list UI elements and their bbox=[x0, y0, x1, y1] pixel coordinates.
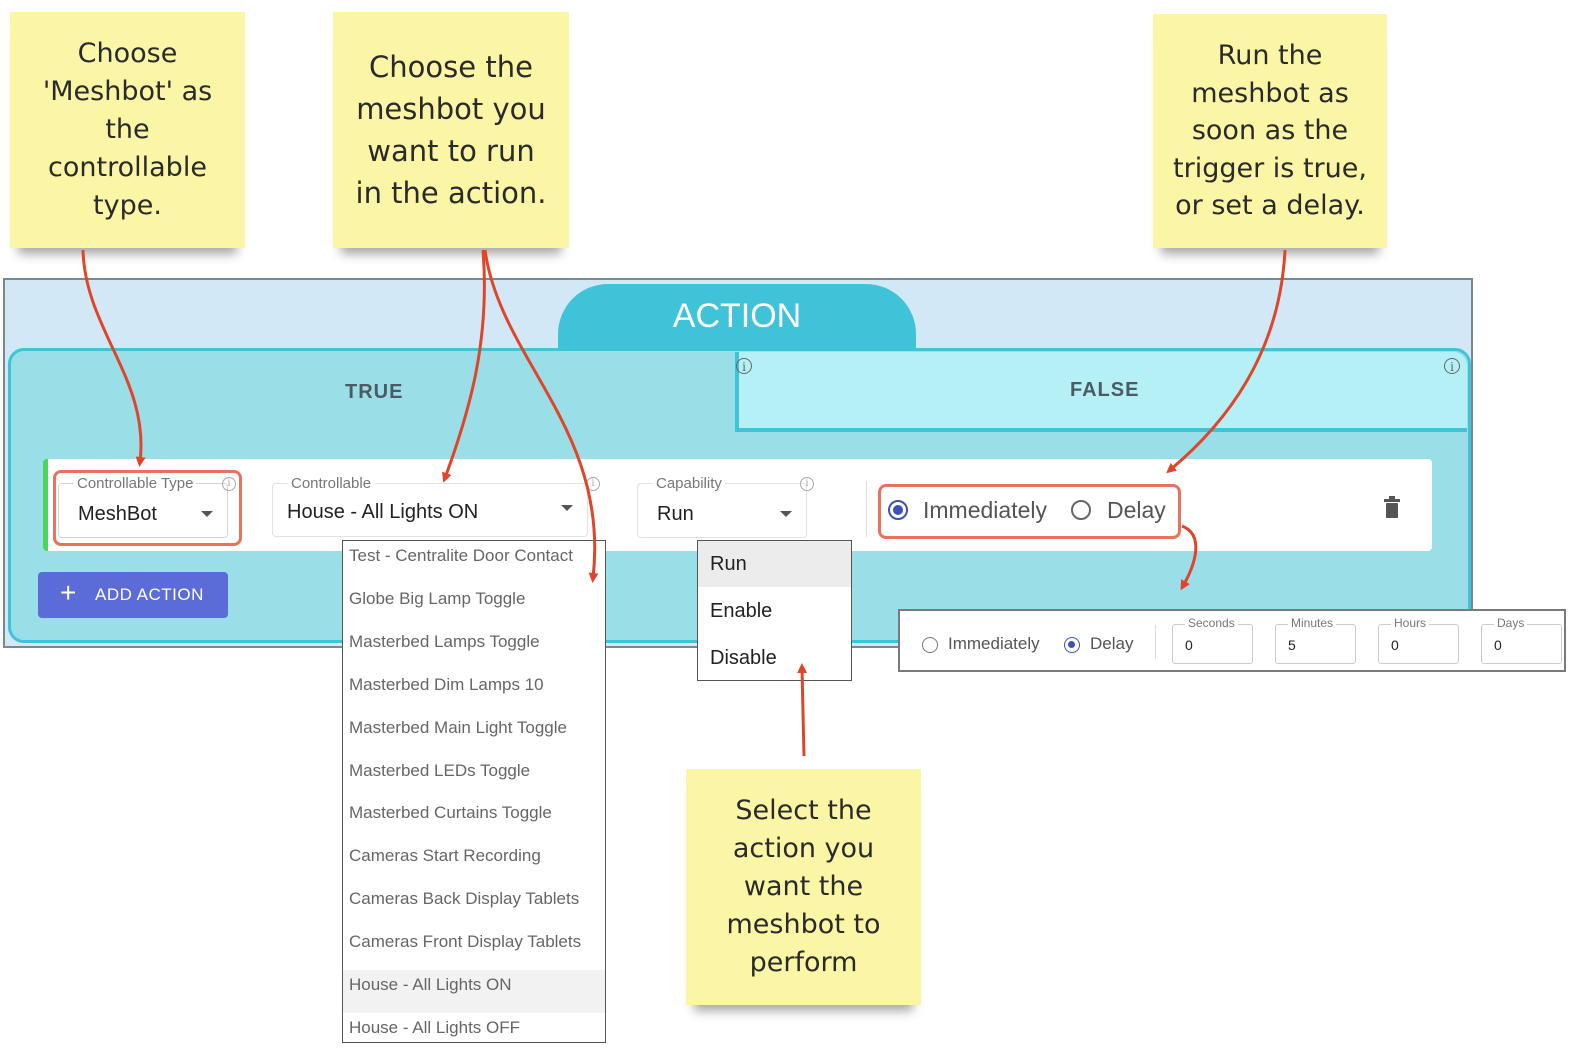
note-text: Choose 'Meshbot' as the controllable typ… bbox=[42, 38, 213, 221]
arrow bbox=[797, 663, 808, 757]
controllable-type-select[interactable]: Controllable Type MeshBot bbox=[58, 475, 228, 538]
info-icon[interactable]: i bbox=[222, 477, 236, 491]
divider bbox=[866, 481, 867, 537]
note-text: Select the action you want the meshbot t… bbox=[726, 795, 881, 978]
menu-item[interactable]: Disable bbox=[710, 647, 777, 669]
minutes-label: Minutes bbox=[1288, 616, 1337, 630]
radio-immediately[interactable] bbox=[888, 500, 908, 520]
capability-label: Capability bbox=[653, 475, 725, 492]
arrow bbox=[442, 249, 486, 483]
annotation-note-timing: Run the meshbot as soon as the trigger i… bbox=[1153, 14, 1387, 248]
divider bbox=[1155, 625, 1156, 659]
controllable-select[interactable]: Controllable House - All Lights ON bbox=[272, 475, 588, 537]
delay-panel: Immediately Delay Seconds 0 Minutes 5 Ho… bbox=[898, 609, 1566, 672]
info-icon[interactable]: i bbox=[736, 358, 752, 374]
arrow bbox=[81, 249, 146, 467]
arrow bbox=[1180, 524, 1198, 591]
chevron-down-icon bbox=[561, 505, 573, 511]
trash-icon[interactable] bbox=[1384, 496, 1400, 518]
menu-item[interactable]: Cameras Back Display Tablets bbox=[349, 889, 580, 909]
chevron-down-icon bbox=[780, 511, 792, 517]
tab-true[interactable]: TRUE bbox=[345, 381, 404, 403]
menu-item[interactable]: Masterbed Dim Lamps 10 bbox=[349, 674, 544, 694]
note-text: Run the meshbot as soon as the trigger i… bbox=[1173, 40, 1367, 222]
controllable-label: Controllable bbox=[288, 475, 375, 492]
controllable-value: House - All Lights ON bbox=[287, 501, 479, 523]
menu-item[interactable]: House - All Lights ON bbox=[343, 970, 605, 1013]
hours-field[interactable]: Hours 0 bbox=[1378, 616, 1459, 664]
controllable-type-value: MeshBot bbox=[78, 503, 157, 525]
radio-immediately[interactable] bbox=[922, 637, 938, 653]
radio-delay-label: Delay bbox=[1090, 634, 1134, 653]
menu-item[interactable]: Cameras Front Display Tablets bbox=[349, 932, 582, 952]
controllable-type-label: Controllable Type bbox=[74, 475, 197, 492]
add-action-label: ADD ACTION bbox=[95, 585, 204, 604]
menu-item[interactable]: House - All Lights OFF bbox=[349, 1017, 521, 1037]
days-value: 0 bbox=[1494, 637, 1502, 653]
menu-item[interactable]: Test - Centralite Door Contact bbox=[349, 546, 573, 565]
radio-delay[interactable] bbox=[1064, 637, 1080, 653]
radio-delay-label: Delay bbox=[1107, 497, 1166, 523]
highlight-controllable-type bbox=[53, 470, 242, 546]
capability-value: Run bbox=[657, 503, 694, 525]
annotation-note-capability: Select the action you want the meshbot t… bbox=[686, 769, 921, 1005]
menu-item[interactable]: Masterbed Main Light Toggle bbox=[349, 717, 567, 737]
menu-item[interactable]: Globe Big Lamp Toggle bbox=[349, 588, 526, 608]
menu-item[interactable]: Run bbox=[698, 541, 851, 587]
seconds-value: 0 bbox=[1185, 637, 1193, 653]
annotation-note-controllable: Choose the meshbot you want to run in th… bbox=[333, 12, 569, 248]
arrow bbox=[1166, 249, 1287, 474]
minutes-value: 5 bbox=[1288, 637, 1296, 653]
plus-icon: + bbox=[60, 577, 77, 608]
note-text: Choose the meshbot you want to run in th… bbox=[355, 50, 547, 210]
menu-item[interactable]: Masterbed LEDs Toggle bbox=[349, 760, 531, 780]
menu-item[interactable]: Enable bbox=[710, 600, 773, 622]
menu-item[interactable]: Cameras Start Recording bbox=[349, 846, 541, 866]
menu-item[interactable]: Masterbed Lamps Toggle bbox=[349, 631, 540, 651]
tab-false-label: FALSE bbox=[1070, 379, 1140, 401]
seconds-label: Seconds bbox=[1185, 616, 1238, 630]
radio-immediately-label: Immediately bbox=[948, 634, 1040, 653]
annotation-note-controllable-type: Choose 'Meshbot' as the controllable typ… bbox=[10, 12, 245, 248]
minutes-field[interactable]: Minutes 5 bbox=[1275, 616, 1356, 664]
radio-immediately-label: Immediately bbox=[923, 497, 1047, 523]
info-icon[interactable]: i bbox=[800, 477, 814, 491]
menu-item[interactable]: Masterbed Curtains Toggle bbox=[349, 803, 552, 823]
arrow bbox=[483, 249, 599, 583]
seconds-field[interactable]: Seconds 0 bbox=[1172, 616, 1253, 664]
hours-label: Hours bbox=[1391, 616, 1430, 630]
days-label: Days bbox=[1494, 616, 1528, 630]
chevron-down-icon bbox=[201, 511, 213, 517]
info-icon[interactable]: i bbox=[1444, 358, 1460, 374]
hours-value: 0 bbox=[1391, 637, 1399, 653]
capability-select[interactable]: Capability Run bbox=[637, 475, 807, 538]
add-action-button[interactable]: + ADD ACTION bbox=[38, 572, 228, 618]
days-field[interactable]: Days 0 bbox=[1481, 616, 1562, 664]
highlight-timing bbox=[878, 484, 1181, 539]
radio-delay[interactable] bbox=[1071, 500, 1091, 520]
tab-false[interactable]: FALSE bbox=[735, 352, 1467, 432]
